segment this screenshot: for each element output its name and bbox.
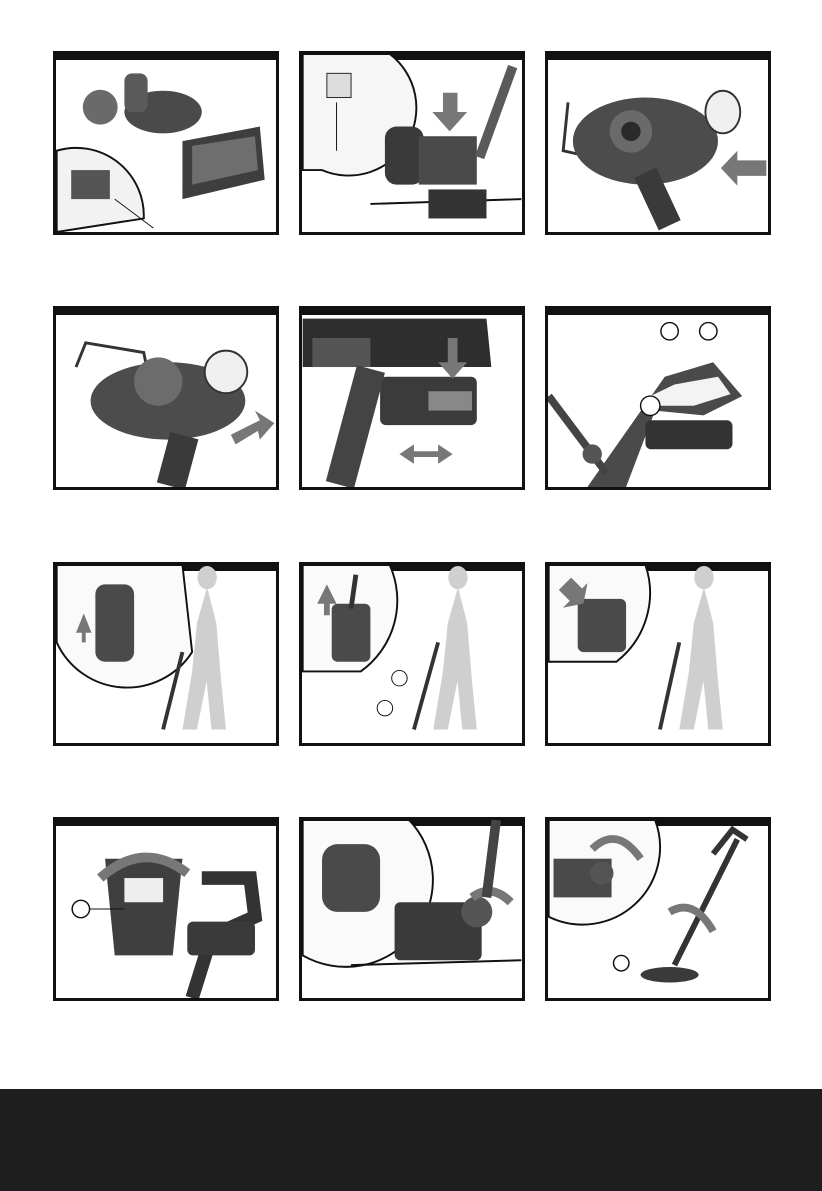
person-silhouette-icon xyxy=(679,566,723,729)
figure-panel-2 xyxy=(299,51,525,235)
arrow-icon xyxy=(432,93,467,132)
spool-cap-illustration xyxy=(548,54,768,232)
head-rotation-illustration xyxy=(302,820,522,998)
figure-panel-11 xyxy=(299,817,525,1001)
battery-slide-illustration xyxy=(302,309,522,487)
figure-panel-7 xyxy=(53,562,279,746)
figure-panel-4 xyxy=(53,306,279,490)
adjust-handle-illustration xyxy=(56,565,276,743)
figure-panel-6 xyxy=(545,306,771,490)
spool-removal-illustration xyxy=(56,309,276,487)
handle-switch-illustration xyxy=(548,309,768,487)
battery-insert-illustration xyxy=(302,54,522,232)
figure-panel-5 xyxy=(299,306,525,490)
figure-panel-1 xyxy=(53,51,279,235)
arrow-icon xyxy=(399,444,452,463)
figure-panel-10 xyxy=(53,817,279,1001)
figure-panel-9 xyxy=(545,562,771,746)
figure-panel-12 xyxy=(545,817,771,1001)
figure-panel-8 xyxy=(299,562,525,746)
person-silhouette-icon xyxy=(433,566,477,729)
arrow-icon xyxy=(721,151,766,186)
handle-rotation-illustration xyxy=(56,820,276,998)
trimmer-head-guard-illustration xyxy=(56,54,276,232)
footer-band xyxy=(0,1089,822,1191)
telescopic-adjust-illustration xyxy=(302,565,522,743)
lower-shaft-illustration xyxy=(548,565,768,743)
figure-panel-3 xyxy=(545,51,771,235)
edging-mode-illustration xyxy=(548,820,768,998)
